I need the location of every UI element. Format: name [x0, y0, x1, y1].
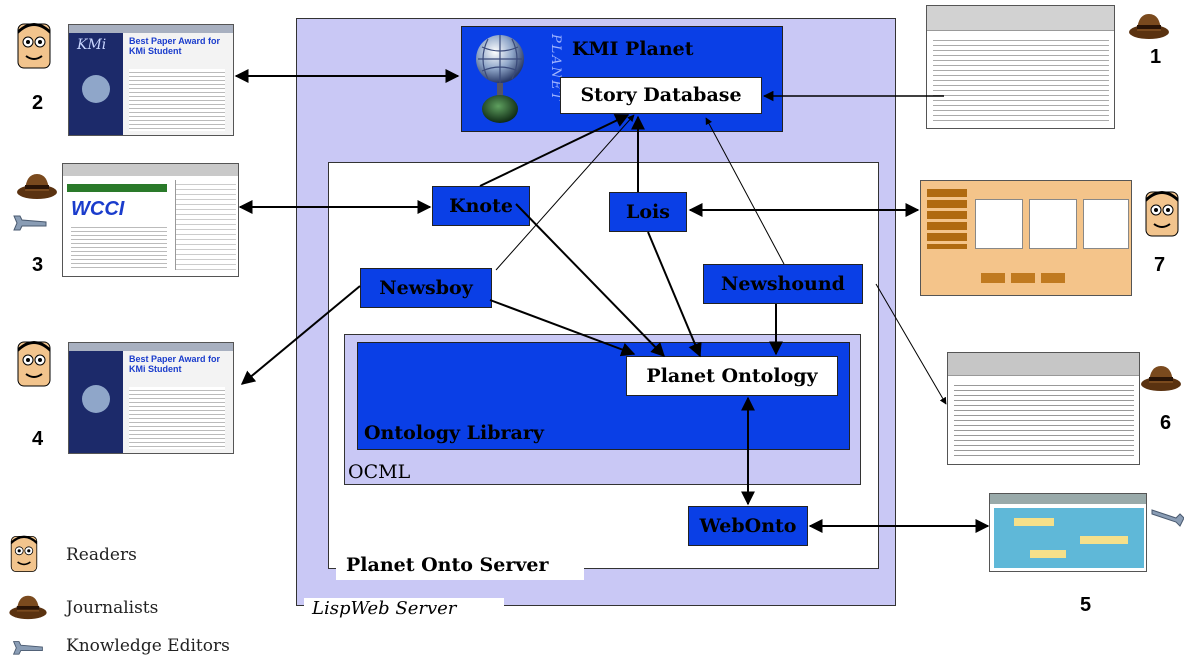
planet-onto-server-label: Planet Onto Server: [336, 552, 584, 580]
planet-ontology-box: Planet Ontology: [626, 356, 838, 396]
client-6-newshound-email: [947, 352, 1140, 465]
client-3-knote-editor: WCCI: [62, 163, 239, 277]
legend-knowledge-editors-label: Knowledge Editors: [66, 636, 230, 656]
knote-agent: Knote: [432, 186, 530, 226]
client-4-story-page: Best Paper Award for KMi Student: [68, 342, 234, 454]
webonto-agent: WebOnto: [688, 506, 808, 546]
client-4-number: 4: [32, 428, 44, 450]
ontology-library-label: Ontology Library: [364, 422, 544, 444]
knowledge-editor-wrench-icon: [1150, 504, 1184, 534]
knowledge-editor-wrench-icon: [10, 212, 50, 236]
arrow-newsboy-storydb: [495, 114, 635, 271]
journalist-hat-icon: [16, 170, 58, 204]
planet-globe-logo: [470, 31, 550, 129]
reader-icon: [14, 22, 54, 74]
reader-icon: [1142, 190, 1182, 242]
reader-icon: [14, 340, 54, 392]
journalist-hat-icon: [1128, 10, 1170, 44]
newshound-agent: Newshound: [703, 264, 863, 304]
legend-journalist-hat-icon: [8, 592, 48, 624]
arrow-lois-ontology: [647, 231, 702, 358]
story-database-box: Story Database: [560, 77, 762, 114]
legend-reader-icon: [8, 533, 40, 579]
arrow-newshound-client6: [875, 283, 947, 405]
client-1-journalist-email: [926, 5, 1115, 129]
client-2-story-page: KMi Best Paper Award for KMi Student: [68, 24, 234, 136]
client-2-number: 2: [32, 92, 44, 114]
planet-vertical-logo-text: PLANET: [548, 34, 563, 103]
ocml-label: OCML: [348, 461, 411, 483]
client-6-number: 6: [1160, 412, 1172, 434]
legend-journalists-label: Journalists: [66, 598, 159, 618]
client-7-number: 7: [1154, 254, 1166, 276]
client-7-lois-form: [920, 180, 1132, 296]
arrow-newshound-storydb: [705, 117, 785, 265]
journalist-hat-icon: [1140, 362, 1182, 396]
kmi-planet-title: KMI Planet: [572, 38, 694, 60]
client-1-number: 1: [1150, 46, 1162, 68]
arrow-knote-storydb: [479, 114, 630, 187]
arrow-newsboy-client4: [240, 285, 361, 385]
arrow-knote-ontology: [515, 203, 665, 358]
newsboy-agent: Newsboy: [360, 268, 492, 308]
arrow-newsboy-ontology: [489, 299, 636, 357]
client-5-number: 5: [1080, 594, 1092, 616]
client-5-webonto-view: [989, 493, 1147, 572]
legend-readers-label: Readers: [66, 545, 137, 565]
client-3-number: 3: [32, 254, 44, 276]
legend-wrench-icon: [8, 638, 48, 660]
lispweb-server-label: LispWeb Server: [304, 598, 504, 624]
lois-agent: Lois: [609, 192, 687, 232]
